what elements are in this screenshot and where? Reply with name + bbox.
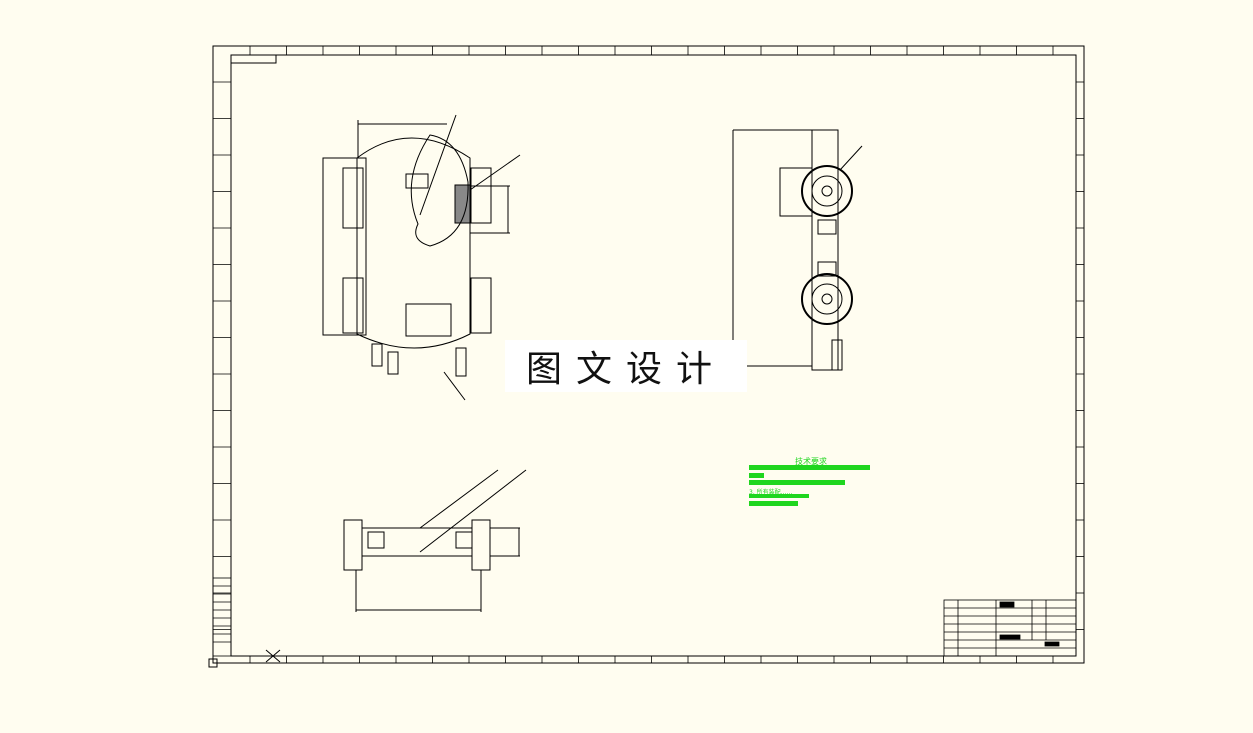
tech-requirements-bars (749, 465, 870, 506)
tech-requirements-line: 3. 所有装配…… (749, 489, 793, 496)
plan-view (322, 114, 521, 401)
zone-ticks (213, 46, 1084, 663)
revision-table (212, 577, 232, 657)
tech-requirements-title: 技术要求 (795, 457, 827, 466)
drawing-frame (208, 45, 1085, 668)
cross-mark-icon (265, 649, 281, 663)
title-block (943, 599, 1077, 657)
side-view (732, 129, 863, 371)
watermark-label: 图文设计 (505, 340, 747, 392)
front-view (343, 469, 527, 612)
